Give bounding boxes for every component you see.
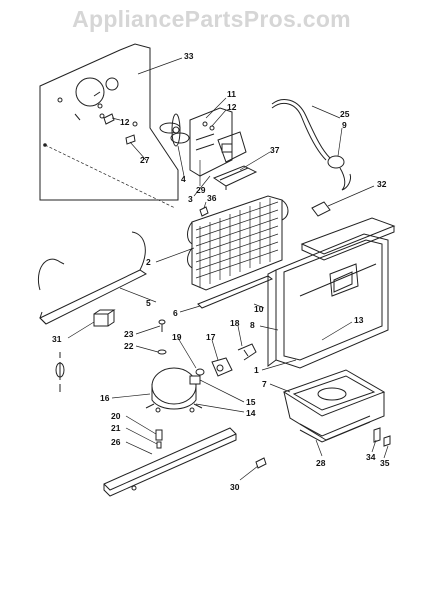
pan-bottom-28 — [299, 415, 371, 443]
fan-motor — [189, 107, 247, 177]
watermark-text: AppliancePartsPros.com — [72, 6, 351, 32]
callout-15: 15 — [246, 397, 256, 407]
callout-27: 27 — [140, 155, 150, 165]
drain-pan — [282, 369, 386, 441]
clip-18 — [237, 343, 257, 361]
callout-12-upper: 12 — [227, 102, 237, 112]
callout-3: 3 — [188, 194, 193, 204]
callout-7: 7 — [262, 379, 267, 389]
back-panel — [39, 43, 179, 209]
callout-labels: 33 11 12 12 27 4 29 3 37 25 9 32 36 2 5 … — [52, 51, 390, 492]
evaporator-cover — [267, 233, 389, 369]
callout-33: 33 — [184, 51, 194, 61]
thermostat-9 — [327, 155, 351, 191]
overload-17 — [211, 357, 233, 377]
strip-6 — [197, 275, 274, 309]
callout-14: 14 — [246, 408, 256, 418]
callout-36: 36 — [207, 193, 217, 203]
bracket-37 — [212, 165, 258, 190]
drain-heater — [38, 231, 147, 325]
callout-21: 21 — [111, 423, 121, 433]
fan-blade — [159, 113, 190, 147]
callout-23: 23 — [124, 329, 134, 339]
compressor — [145, 367, 203, 413]
callout-28: 28 — [316, 458, 326, 468]
callout-29: 29 — [196, 185, 206, 195]
callout-6: 6 — [173, 308, 178, 318]
callout-11: 11 — [227, 89, 236, 99]
callout-8: 8 — [250, 320, 255, 330]
callout-18: 18 — [230, 318, 240, 328]
callout-19: 19 — [172, 332, 182, 342]
base-plate — [103, 427, 237, 497]
screw-12-panel — [103, 113, 136, 145]
condenser-coil — [187, 195, 289, 291]
grommet-23-22 — [157, 319, 167, 355]
part-19 — [195, 368, 205, 376]
callout-12-lower: 12 — [120, 117, 130, 127]
callout-9: 9 — [342, 120, 347, 130]
sleeve-20-21 — [155, 429, 163, 449]
parts-34-35 — [373, 427, 391, 447]
callout-1: 1 — [254, 365, 259, 375]
filter-drier-16 — [55, 352, 65, 392]
callout-30: 30 — [230, 482, 240, 492]
evaporator-top — [300, 217, 396, 261]
callout-16: 16 — [100, 393, 110, 403]
callout-4: 4 — [181, 174, 186, 184]
callout-5: 5 — [146, 298, 151, 308]
callout-25: 25 — [340, 109, 350, 119]
tubing-25 — [271, 99, 331, 161]
callout-10: 10 — [254, 304, 264, 314]
screw-36 — [199, 206, 209, 217]
callout-17: 17 — [206, 332, 216, 342]
callout-26: 26 — [111, 437, 121, 447]
part-32 — [311, 201, 331, 217]
callout-2: 2 — [146, 257, 151, 267]
callout-35: 35 — [380, 458, 390, 468]
callout-31: 31 — [52, 334, 62, 344]
callout-22: 22 — [124, 341, 134, 351]
leader-lines — [67, 57, 389, 481]
relay-31 — [93, 309, 116, 327]
screw-30 — [255, 457, 267, 469]
callout-32: 32 — [377, 179, 387, 189]
callout-13: 13 — [354, 315, 364, 325]
callout-20: 20 — [111, 411, 121, 421]
callout-37: 37 — [270, 145, 280, 155]
callout-34: 34 — [366, 452, 376, 462]
